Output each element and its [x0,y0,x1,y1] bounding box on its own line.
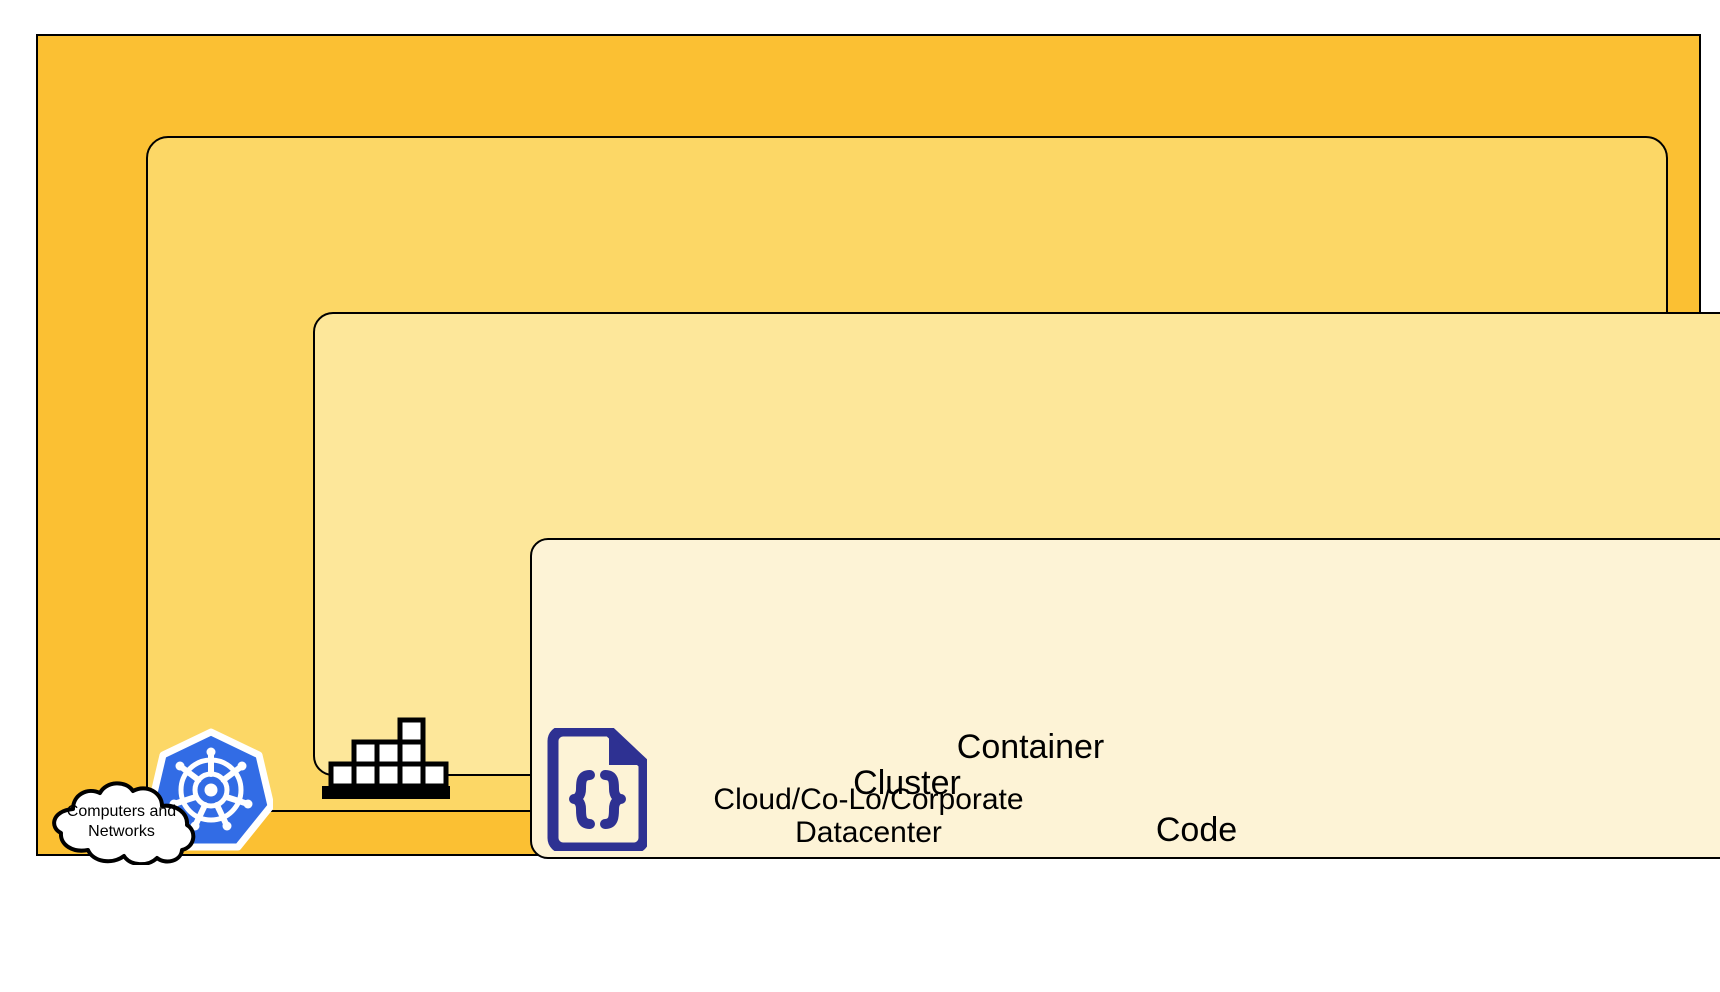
layer-label-datacenter: Cloud/Co-Lo/Corporate Datacenter [713,782,1024,850]
layer-label-cluster: Cluster [853,763,961,802]
layer-label-container: Container [956,727,1105,766]
code-json-file-icon [543,725,650,854]
layer-datacenter: Code [36,34,1720,859]
layer-cluster: Code [146,136,1720,859]
layer-label-code: Code [1155,810,1238,849]
container-blocks-icon [322,712,450,800]
layer-container: Code [313,312,1720,859]
cloud-callout-label: Computers and Networks [66,803,177,840]
cloud-icon [52,781,196,867]
layer-code: Code [530,538,1720,859]
cloud-callout-computers-and-networks: Computers and Networks [40,779,203,867]
